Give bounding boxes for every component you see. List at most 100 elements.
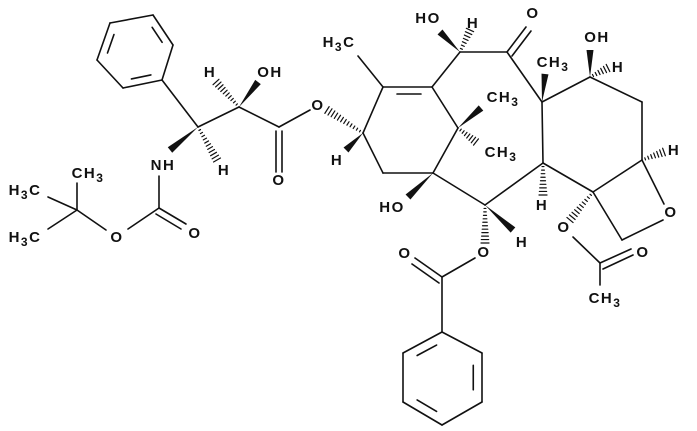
single-bond (47, 196, 78, 211)
atom-label-h: H (536, 197, 548, 214)
double-bond (411, 263, 440, 284)
atom-label-o: O (557, 219, 570, 236)
double-bond (506, 26, 527, 53)
atom-label-h3c: H3C (9, 229, 42, 249)
atom-label-ho: HO (415, 10, 441, 27)
atom-label-h: H (331, 152, 343, 169)
wedge-bond (405, 173, 433, 200)
hashed-bond (538, 165, 548, 196)
ring-bond (161, 44, 174, 81)
hashed-bond (591, 63, 611, 78)
ring-bond (441, 401, 483, 426)
single-bond (589, 76, 643, 103)
single-bond (238, 106, 280, 128)
atom-label-h: H (612, 59, 624, 76)
atom-label-o: O (311, 97, 324, 114)
wedge-bond (343, 133, 363, 153)
atom-label-o: O (272, 172, 285, 189)
atom-label-o: O (398, 245, 411, 262)
single-bond (441, 257, 476, 278)
ring-bond (441, 331, 483, 354)
single-bond (161, 79, 199, 128)
ring-bond (96, 59, 124, 89)
hashed-bond (324, 106, 362, 133)
hashed-bond (212, 78, 238, 106)
single-bond (362, 132, 384, 174)
single-bond (278, 109, 311, 128)
ring-bond (402, 331, 443, 354)
atom-label-h: H (668, 142, 680, 159)
atom-label-ch3: CH3 (485, 144, 518, 164)
single-bond (431, 86, 459, 129)
atom-label-h: H (204, 64, 216, 81)
single-bond (76, 209, 107, 231)
single-bond (541, 76, 591, 103)
bonds (47, 14, 666, 426)
wedge-bond (437, 29, 460, 52)
aromatic-inner-bond (106, 33, 115, 54)
single-bond (542, 162, 594, 193)
ring-bond (152, 14, 174, 46)
single-bond (431, 51, 461, 88)
single-bond (592, 159, 643, 193)
atom-label-o: O (110, 229, 123, 246)
aromatic-inner-bond (416, 399, 438, 413)
single-bond (47, 209, 78, 230)
hashed-bond (459, 27, 475, 50)
atom-label-oh: OH (584, 29, 610, 46)
single-bond (357, 55, 384, 88)
atom-label-ho: HO (379, 199, 405, 216)
atom-label-oh: OH (257, 64, 283, 81)
atom-label-ch3: CH3 (72, 165, 105, 185)
single-bond (127, 207, 160, 230)
single-bond (484, 162, 544, 206)
single-bond (432, 172, 486, 206)
single-bond (362, 86, 384, 134)
double-bond (155, 213, 182, 230)
aromatic-inner-bond (130, 74, 152, 80)
atom-label-h3c: H3C (9, 182, 42, 202)
atom-label-ch3: CH3 (537, 54, 570, 74)
atom-label-h: H (218, 162, 230, 179)
double-bond (414, 257, 443, 278)
atom-label-ch3: CH3 (487, 89, 520, 109)
wedge-bond (167, 127, 198, 153)
single-bond (506, 51, 543, 103)
single-bond (572, 236, 601, 264)
hashed-bond (459, 128, 480, 146)
ring-bond (96, 22, 111, 61)
atom-label-ch3: CH3 (589, 290, 622, 310)
atom-label-h: H (516, 234, 528, 251)
single-bond (197, 106, 240, 128)
wedge-bond (458, 105, 484, 128)
single-bond (592, 191, 623, 241)
wedge-bond (485, 205, 516, 233)
hashed-bond (566, 193, 593, 224)
wedge-bond (239, 79, 261, 107)
hashed-bond (644, 147, 666, 161)
single-bond (621, 219, 664, 241)
double-bond (599, 248, 632, 264)
atom-label-h: H (467, 15, 479, 32)
atom-label-nh: NH (151, 157, 176, 174)
single-bond (541, 101, 544, 164)
atom-label-h3c: H3C (323, 34, 356, 54)
ring-bond (109, 14, 154, 24)
atom-label-o: O (477, 244, 490, 261)
aromatic-inner-bond (416, 344, 438, 357)
single-bond (641, 159, 665, 205)
ring-bond (402, 401, 443, 426)
wedge-bond (541, 73, 549, 102)
atom-labels: OH H H NH O O O O CH3 H3C H3C H3C H HO H… (9, 5, 680, 310)
atom-label-o: O (664, 204, 677, 221)
atom-label-o: O (636, 244, 649, 261)
double-bond (602, 254, 634, 270)
double-bond (158, 207, 187, 225)
aromatic-inner-bond (151, 26, 163, 44)
single-bond (432, 127, 459, 174)
hashed-bond (480, 207, 490, 244)
atom-label-o: O (188, 225, 201, 242)
wedge-bond (586, 50, 594, 77)
hashed-bond (198, 128, 222, 163)
